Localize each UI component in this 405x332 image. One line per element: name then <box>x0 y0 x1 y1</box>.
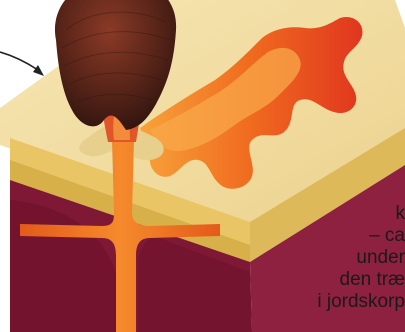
caption-line: under <box>275 247 405 269</box>
pointer-arrow <box>0 52 38 70</box>
caption-line: den træ <box>275 269 405 291</box>
caption-line: – ca <box>275 225 405 247</box>
caption-line: k <box>275 203 405 225</box>
pointer-arrow-head <box>33 65 44 76</box>
caption-line: i jordskorp <box>275 291 405 313</box>
caption-text: k – ca under den træ i jordskorp <box>275 203 405 313</box>
